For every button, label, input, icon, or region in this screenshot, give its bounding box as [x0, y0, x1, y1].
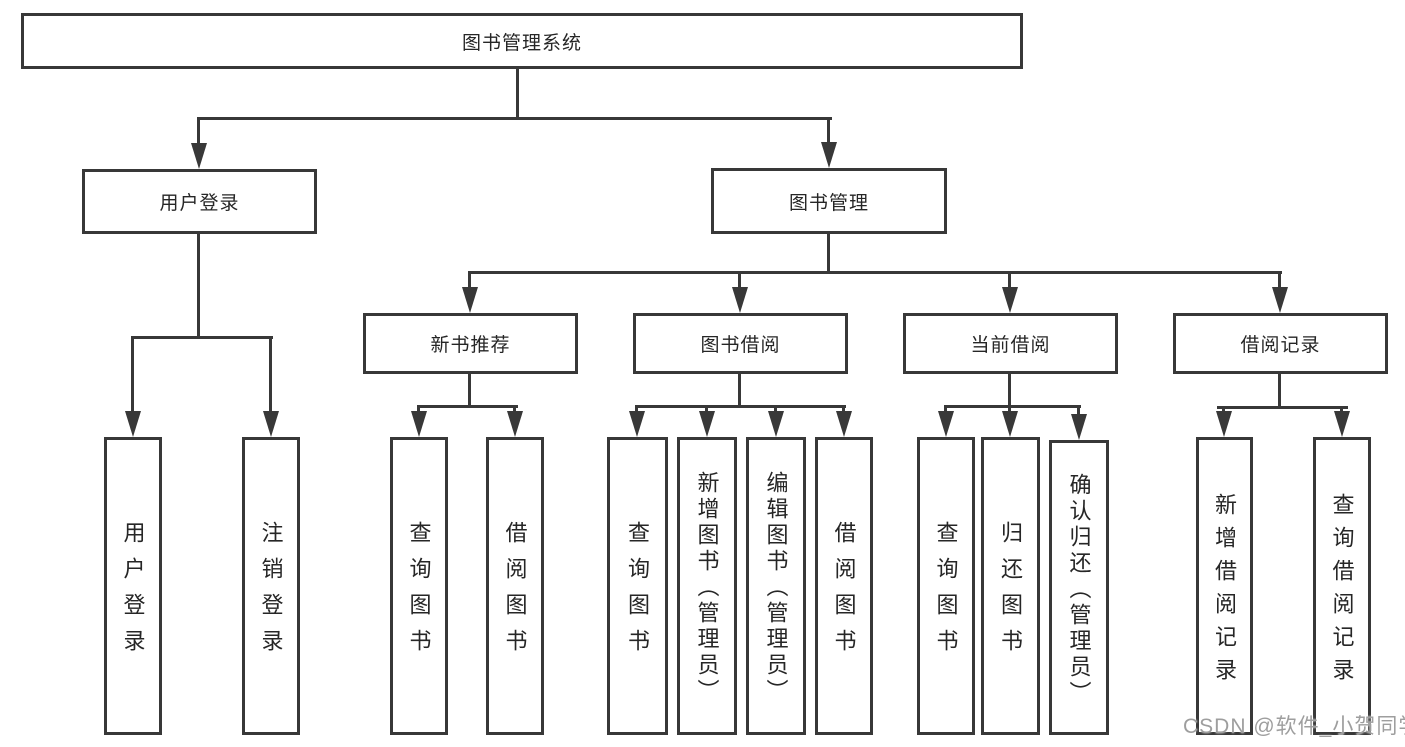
connector-line	[516, 68, 519, 118]
leaf-nbr-borrow-books: 借阅图书	[486, 437, 544, 735]
connector-line	[1077, 405, 1080, 417]
node-user-login: 用户登录	[82, 169, 317, 234]
connector-line	[1008, 271, 1011, 293]
arrow-down-icon	[836, 411, 852, 437]
arrow-down-icon	[629, 411, 645, 437]
connector-line	[468, 271, 1282, 274]
connector-line	[269, 336, 272, 412]
arrow-down-icon	[1071, 414, 1087, 440]
leaf-bb-edit: 编辑图书（管理员）	[746, 437, 806, 735]
connector-line	[417, 405, 518, 408]
connector-line	[468, 271, 471, 293]
node-borrow-label: 图书借阅	[700, 335, 781, 356]
leaf-nbr-query-books: 查询图书	[390, 437, 448, 735]
arrow-down-icon	[411, 411, 427, 437]
leaf-bb-add: 新增图书（管理员）	[677, 437, 737, 735]
node-new-book-label: 新书推荐	[430, 335, 511, 356]
leaf-cb-confirm-return: 确认归还（管理员）	[1049, 440, 1109, 735]
node-current-label: 当前借阅	[970, 335, 1051, 356]
arrow-down-icon	[191, 143, 207, 169]
arrow-down-icon	[462, 287, 478, 313]
connector-line	[131, 336, 134, 412]
node-record: 借阅记录	[1173, 313, 1388, 374]
leaf-user-login: 用户登录	[104, 437, 162, 735]
connector-line	[197, 117, 200, 147]
node-book-mgmt: 图书管理	[711, 168, 947, 234]
arrow-down-icon	[1002, 411, 1018, 437]
leaf-bb-query: 查询图书	[607, 437, 668, 735]
leaf-logout: 注销登录	[242, 437, 300, 735]
arrow-down-icon	[507, 411, 523, 437]
leaf-br-query-record: 查询借阅记录	[1313, 437, 1371, 735]
leaf-br-add-record: 新增借阅记录	[1196, 437, 1253, 735]
node-borrow: 图书借阅	[633, 313, 848, 374]
node-new-book: 新书推荐	[363, 313, 578, 374]
arrow-down-icon	[732, 287, 748, 313]
connector-line	[198, 117, 832, 120]
arrow-down-icon	[1216, 411, 1232, 437]
leaf-cb-query: 查询图书	[917, 437, 975, 735]
connector-line	[827, 117, 830, 147]
arrow-down-icon	[938, 411, 954, 437]
watermark: CSDN @软件_小贺同学	[1183, 715, 1405, 738]
connector-line	[1008, 374, 1011, 408]
node-current: 当前借阅	[903, 313, 1118, 374]
connector-line	[635, 405, 846, 408]
arrow-down-icon	[125, 411, 141, 437]
connector-line	[738, 374, 741, 408]
arrow-down-icon	[263, 411, 279, 437]
arrow-down-icon	[699, 411, 715, 437]
connector-line	[131, 336, 273, 339]
arrow-down-icon	[821, 142, 837, 168]
node-root: 图书管理系统	[21, 13, 1023, 69]
node-book-mgmt-label: 图书管理	[788, 192, 869, 214]
connector-line	[1217, 406, 1348, 409]
connector-line	[738, 271, 741, 293]
connector-line	[468, 374, 471, 408]
connector-line	[944, 405, 1081, 408]
node-user-login-label: 用户登录	[159, 193, 240, 214]
leaf-bb-borrow: 借阅图书	[815, 437, 873, 735]
node-record-label: 借阅记录	[1240, 335, 1321, 356]
arrow-down-icon	[768, 411, 784, 437]
leaf-cb-return: 归还图书	[981, 437, 1040, 735]
connector-line	[1278, 271, 1281, 293]
arrow-down-icon	[1002, 287, 1018, 313]
connector-line	[827, 234, 830, 274]
arrow-down-icon	[1272, 287, 1288, 313]
arrow-down-icon	[1334, 411, 1350, 437]
connector-line	[1278, 374, 1281, 408]
node-root-label: 图书管理系统	[461, 32, 582, 54]
connector-line	[197, 234, 200, 339]
